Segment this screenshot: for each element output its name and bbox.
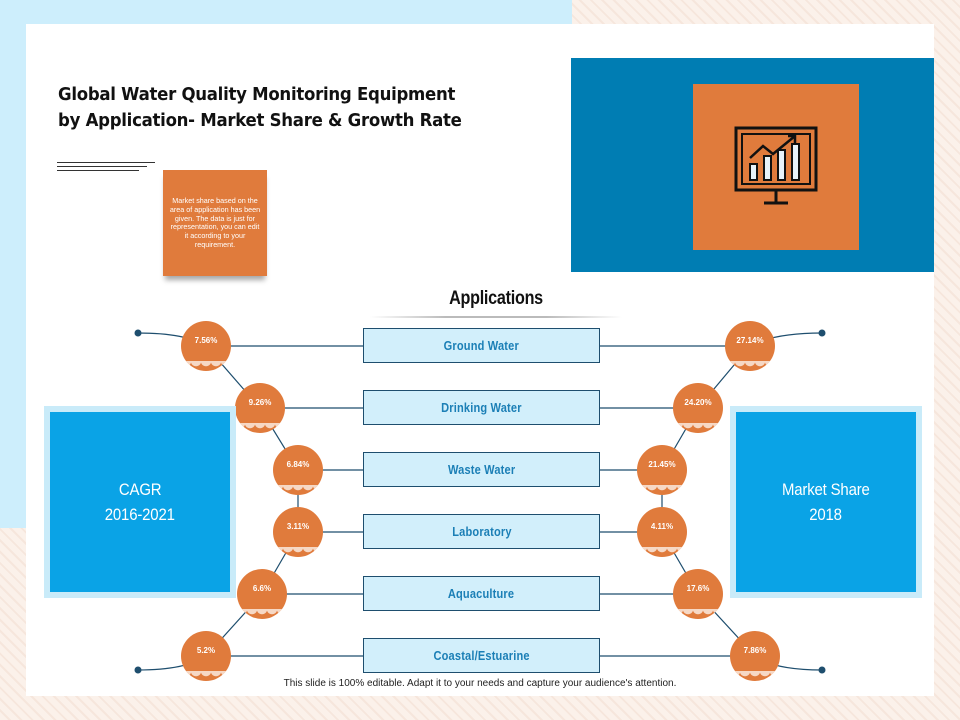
market-share-value-circle: 7.86% — [730, 631, 780, 681]
chart-monitor-icon — [734, 126, 818, 205]
market-share-value-circle: 21.45% — [637, 445, 687, 495]
application-box: Aquaculture — [363, 576, 600, 611]
slide-title: Global Water Quality Monitoring Equipmen… — [58, 84, 462, 131]
cagr-value-circle: 5.2% — [181, 631, 231, 681]
application-label: Ground Water — [443, 338, 520, 353]
cagr-value-circle: 6.84% — [273, 445, 323, 495]
footer-text: This slide is 100% editable. Adapt it to… — [283, 678, 677, 689]
endpoint-dot — [818, 329, 826, 337]
application-box: Laboratory — [363, 514, 600, 549]
application-box: Waste Water — [363, 452, 600, 487]
application-box: Drinking Water — [363, 390, 600, 425]
title-underline — [57, 162, 155, 174]
application-box: Ground Water — [363, 328, 600, 363]
cagr-value-circle: 7.56% — [181, 321, 231, 371]
application-label: Coastal/Estuarine — [433, 648, 530, 663]
market-share-value-circle: 17.6% — [673, 569, 723, 619]
cagr-value-circle: 3.11% — [273, 507, 323, 557]
hero-panel — [571, 58, 934, 272]
hero-icon-tile — [693, 84, 859, 250]
market-share-value-circle: 24.20% — [673, 383, 723, 433]
cagr-value-circle: 6.6% — [237, 569, 287, 619]
application-label: Laboratory — [451, 524, 512, 539]
application-box: Coastal/Estuarine — [363, 638, 600, 673]
application-label: Aquaculture — [448, 586, 515, 601]
market-share-value-circle: 4.11% — [637, 507, 687, 557]
cagr-label: CAGR — [118, 480, 162, 499]
endpoint-dot — [134, 329, 142, 337]
cagr-value-circle: 9.26% — [235, 383, 285, 433]
left-arc — [137, 332, 299, 671]
endpoint-dot — [818, 666, 826, 674]
cagr-period: 2016-2021 — [105, 505, 175, 524]
cagr-panel: CAGR 2016-2021 — [44, 406, 236, 598]
market-share-year: 2018 — [809, 505, 843, 524]
market-share-label: Market Share — [782, 480, 870, 499]
endpoint-dot — [134, 666, 142, 674]
applications-divider — [370, 316, 622, 318]
applications-heading: Applications — [449, 288, 543, 309]
market-share-value-circle: 27.14% — [725, 321, 775, 371]
application-label: Drinking Water — [441, 400, 522, 415]
application-label: Waste Water — [447, 462, 516, 477]
market-share-panel: Market Share 2018 — [730, 406, 922, 598]
note-box: Market share based on the area of applic… — [163, 170, 267, 276]
right-arc — [661, 332, 823, 671]
